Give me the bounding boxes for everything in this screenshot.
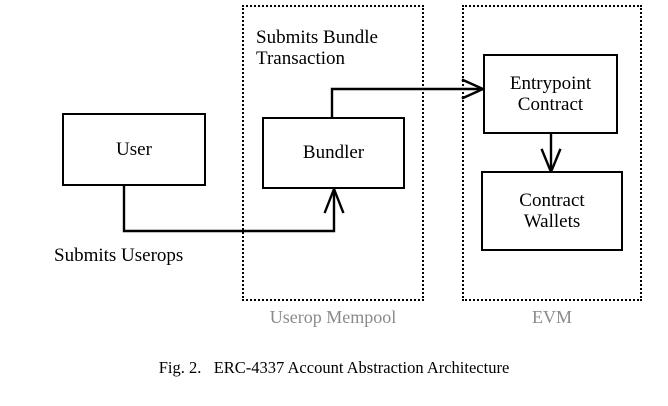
figure-caption: Fig. 2. ERC-4337 Account Abstraction Arc… bbox=[158, 358, 510, 377]
node-entrypoint-contract-label: Entrypoint Contract bbox=[509, 72, 592, 115]
node-contract-wallets: Contract Wallets bbox=[481, 171, 623, 251]
zone-userop-mempool bbox=[242, 5, 424, 301]
zone-label-evm: EVM bbox=[532, 307, 572, 327]
node-contract-wallets-label: Contract Wallets bbox=[519, 189, 585, 232]
edge-label-submits-userops: Submits Userops bbox=[54, 245, 184, 266]
node-bundler-label: Bundler bbox=[302, 142, 365, 164]
zone-evm bbox=[462, 5, 642, 301]
connector-user-to-bundler bbox=[122, 184, 345, 233]
node-bundler: Bundler bbox=[262, 117, 405, 189]
node-user-label: User bbox=[116, 138, 152, 160]
node-entrypoint-contract: Entrypoint Contract bbox=[483, 54, 618, 134]
zone-label-userop-mempool: Userop Mempool bbox=[269, 307, 397, 327]
edge-label-submits-bundle-transaction: Submits Bundle Transaction bbox=[256, 27, 378, 69]
node-user: User bbox=[62, 113, 206, 186]
